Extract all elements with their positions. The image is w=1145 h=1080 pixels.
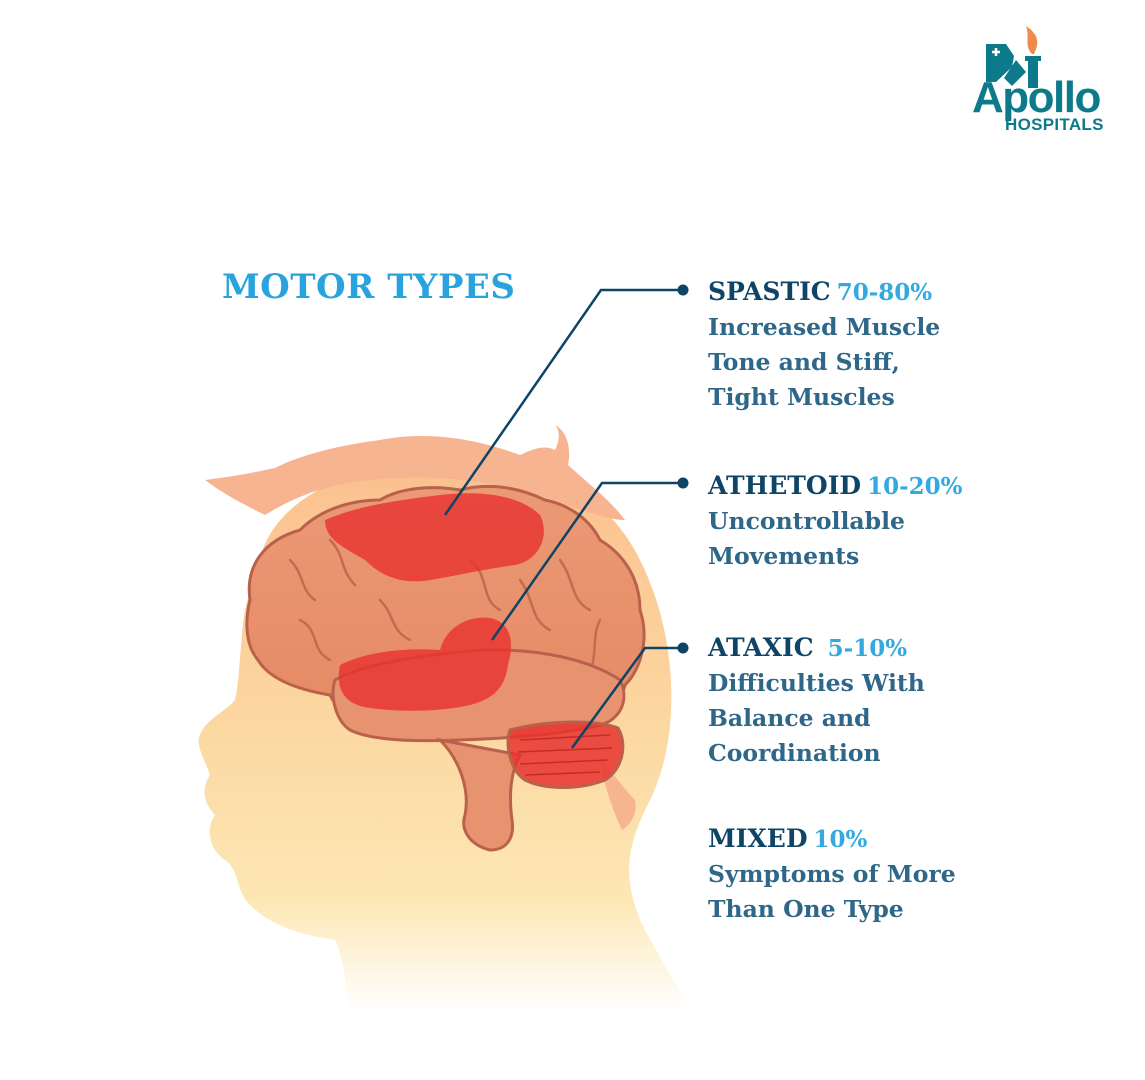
type-name: ATAXIC — [708, 633, 814, 662]
type-percent: 10-20% — [867, 473, 963, 500]
logo-subtitle: HOSPITALS — [1005, 115, 1104, 134]
type-percent: 5-10% — [827, 635, 908, 662]
type-description: Uncontrollable Movements — [708, 507, 905, 570]
leader-dot-athetoid — [677, 477, 689, 489]
leader-lines — [443, 288, 683, 749]
page-title: MOTOR TYPES — [222, 267, 516, 307]
brain — [245, 484, 646, 852]
type-description: Increased Muscle Tone and Stiff, Tight M… — [708, 313, 941, 411]
type-ataxic: ATAXIC 5-10% Difficulties With Balance an… — [708, 635, 1128, 771]
athetoid-region — [338, 617, 511, 711]
type-percent: 10% — [813, 826, 868, 853]
leader-dot-ataxic — [677, 642, 689, 654]
type-name: ATHETOID — [708, 471, 862, 500]
type-description: Difficulties With Balance and Coordinati… — [708, 669, 925, 767]
apollo-logo-icon — [986, 26, 1041, 88]
logo-wordmark: Apollo — [972, 73, 1101, 122]
spastic-region — [325, 493, 544, 582]
type-description: Symptoms of More Than One Type — [708, 860, 956, 923]
leader-dot-spastic — [677, 284, 689, 296]
type-name: MIXED — [708, 824, 808, 853]
type-percent: 70-80% — [836, 279, 933, 306]
type-name: SPASTIC — [708, 277, 831, 306]
